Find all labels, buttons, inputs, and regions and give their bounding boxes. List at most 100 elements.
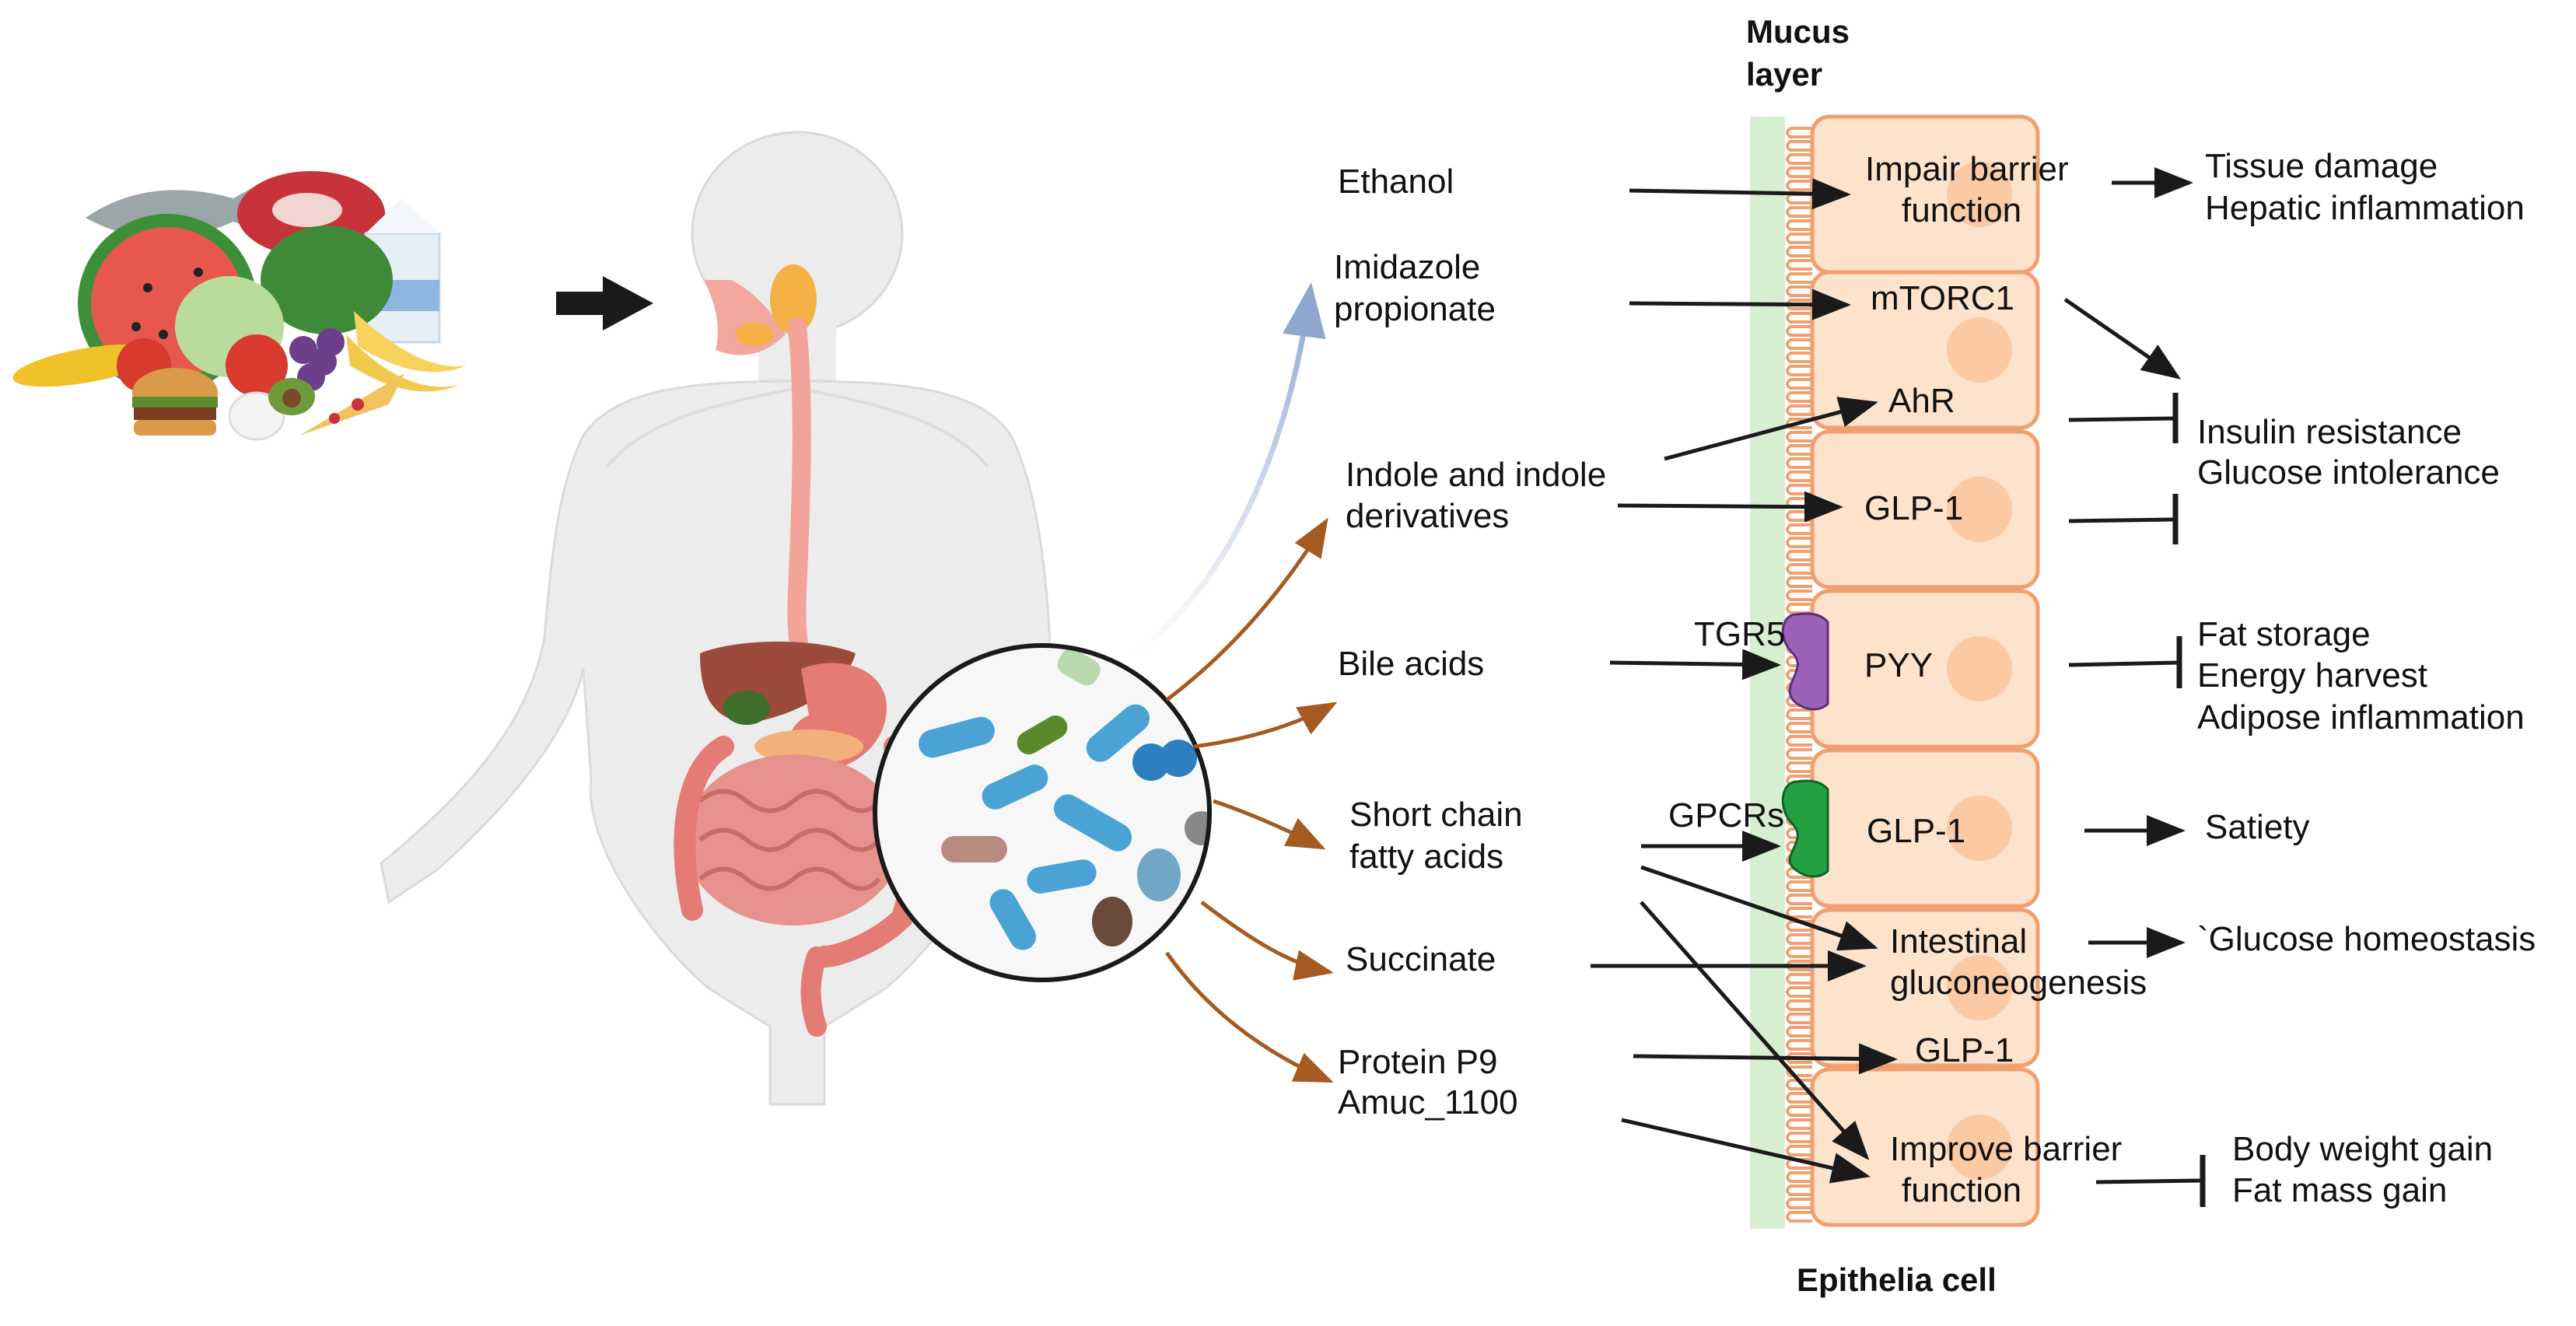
arrow-indole-glp1: [1617, 491, 1843, 523]
microvillus: [1786, 312, 1812, 324]
outcome-glucose-intolerance: Glucose intolerance: [2197, 453, 2500, 492]
microvillus: [1786, 285, 1812, 297]
microvillus: [1786, 722, 1812, 733]
microvillus: [1786, 246, 1812, 257]
metabolite-arrows: [1133, 282, 1338, 1083]
inhibit-pyy: [2068, 660, 2179, 667]
outcome-fat-storage: Fat storage: [2197, 615, 2371, 653]
arrow-scfa-improve: [1640, 901, 1870, 1160]
microvillus: [1786, 656, 1812, 667]
microvillus: [1786, 418, 1812, 429]
microvillus: [1786, 1184, 1812, 1196]
microvillus: [1786, 1118, 1812, 1130]
outcome-energy: Energy harvest: [2197, 656, 2427, 694]
microvillus: [1786, 1198, 1812, 1209]
label-indole-1: Indole and indole: [1346, 456, 1606, 494]
microvillus: [1786, 471, 1812, 482]
outcome-body-weight: Body weight gain: [2232, 1130, 2493, 1168]
microvillus: [1786, 404, 1812, 416]
cell-nucleus: [1947, 477, 2012, 542]
label-protein-1: Protein P9: [1338, 1043, 1497, 1081]
epithelia-label: Epithelia cell: [1797, 1261, 1997, 1298]
microvillus: [1786, 894, 1812, 905]
microvillus: [1786, 378, 1812, 390]
tgr5-receptor: [1781, 612, 1829, 711]
cell-nucleus: [1947, 317, 2012, 383]
cell-nucleus: [1947, 636, 2012, 701]
microvillus: [1786, 1013, 1812, 1024]
microvillus: [1786, 827, 1812, 839]
outcome-satiety: Satiety: [2205, 808, 2310, 846]
mucus-layer: [1750, 117, 1785, 1229]
outcome-insulin: Insulin resistance: [2197, 413, 2462, 451]
microvillus: [1786, 206, 1812, 218]
microvillus: [1786, 510, 1812, 522]
microvillus: [1786, 933, 1812, 945]
microvillus: [1786, 550, 1812, 562]
label-imidazole-1: Imidazole: [1334, 248, 1480, 286]
arrow-protein-glp1: [1633, 1043, 1898, 1075]
microvillus: [1786, 973, 1812, 985]
human-body: [380, 131, 1137, 1106]
microvillus: [1786, 669, 1812, 680]
microvillus: [1786, 325, 1812, 337]
outcome-arrows: [2063, 167, 2206, 1207]
label-indole-2: derivatives: [1346, 497, 1509, 535]
microvillus: [1786, 761, 1812, 773]
ingestion-arrow: [556, 276, 653, 331]
microvillus: [1786, 1132, 1812, 1143]
arrow-indole-ahr: [1664, 397, 1878, 461]
microbiome-circle: [873, 643, 1212, 982]
microvillus: [1786, 523, 1812, 535]
microvillus: [1786, 457, 1812, 469]
mucus-label-1: Mucus: [1746, 13, 1850, 50]
label-imidazole-2: propionate: [1334, 290, 1496, 328]
outcome-glucose-homeostasis: `Glucose homeostasis: [2197, 920, 2536, 958]
microvillus: [1786, 444, 1812, 456]
cell-glp1-a: GLP-1: [1864, 489, 1963, 527]
cell-glp1-c: GLP-1: [1915, 1031, 2014, 1069]
microvillus: [1786, 880, 1812, 892]
cell-ign-1: Intestinal: [1890, 922, 2027, 960]
microvillus: [1786, 999, 1812, 1011]
arrow-indole: [1165, 517, 1328, 701]
outcome-adipose: Adipose inflammation: [2197, 698, 2525, 736]
microvillus: [1786, 841, 1812, 852]
inhibit-improve: [2095, 1178, 2202, 1184]
arrow-scfa: [1213, 799, 1326, 850]
arrow-protein-improve: [1621, 1118, 1871, 1184]
label-scfa-1: Short chain: [1349, 796, 1523, 834]
label-tgr5: TGR5: [1694, 615, 1785, 653]
arrow-succinate: [1200, 901, 1334, 981]
arrow-bile-tgr5: [1609, 649, 1781, 680]
label-ethanol: Ethanol: [1338, 163, 1454, 201]
microvillus: [1786, 708, 1812, 720]
metabolite-labels: Ethanol Imidazole propionate Indole and …: [1334, 163, 1606, 1121]
microvillus: [1786, 272, 1812, 284]
inhibit-ahr: [2068, 416, 2175, 422]
microvillus: [1786, 365, 1812, 376]
food-illustration: [12, 171, 467, 441]
cell-nucleus: [1947, 955, 2012, 1020]
arrow-mtorc1-insulin: [2063, 297, 2182, 380]
microvillus: [1786, 1079, 1812, 1090]
label-protein-2: Amuc_1100: [1338, 1083, 1518, 1121]
arrow-bile: [1193, 701, 1338, 749]
mucus-label-2: layer: [1746, 56, 1822, 93]
microvillus: [1786, 603, 1812, 614]
arrow-imidazole-mtorc1: [1629, 289, 1851, 320]
microvillus: [1786, 590, 1812, 601]
microvillus: [1786, 153, 1812, 165]
microvillus: [1786, 352, 1812, 363]
cell-ahr: AhR: [1888, 382, 1955, 420]
cell-input-arrows: [1591, 178, 1898, 1184]
cell-ign-2: gluconeogenesis: [1890, 964, 2147, 1002]
microvillus: [1786, 946, 1812, 958]
microvillus: [1786, 1039, 1812, 1051]
microvillus: [1786, 576, 1812, 588]
microvillus: [1786, 127, 1812, 138]
microvillus: [1786, 1145, 1812, 1156]
microvillus: [1786, 537, 1812, 548]
microvillus: [1786, 484, 1812, 495]
